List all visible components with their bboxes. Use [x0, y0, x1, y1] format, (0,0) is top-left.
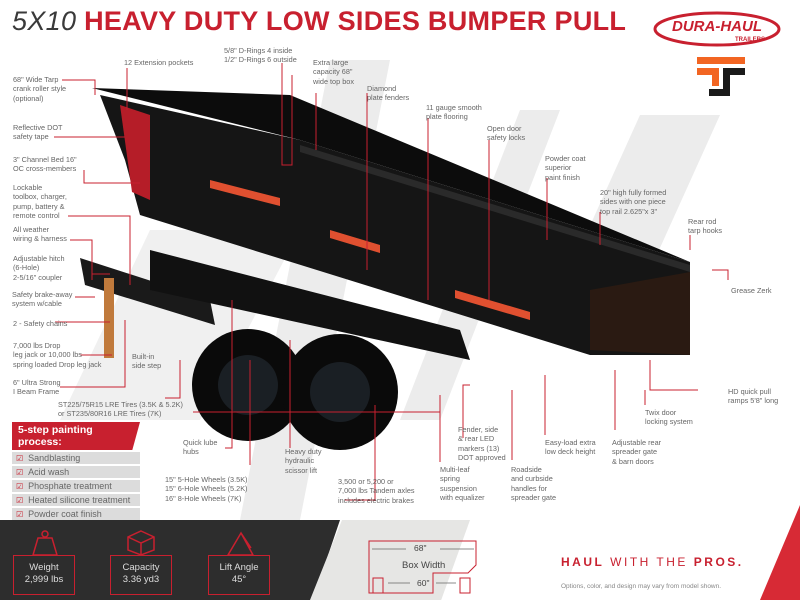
model-name: HEAVY DUTY LOW SIDES BUMPER PULL	[84, 6, 627, 36]
callout-safety-locks: Open door safety locks	[487, 124, 526, 143]
check-icon: ☑	[16, 481, 24, 491]
disclaimer: Options, color, and design may vary from…	[561, 583, 722, 590]
callout-wiring: All weather wiring & harness	[13, 225, 67, 244]
callout-frame: 6" Ultra Strong I Beam Frame	[13, 378, 61, 397]
check-icon: ☑	[16, 495, 24, 505]
callout-flooring: 11 gauge smooth plate flooring	[426, 103, 482, 122]
weight-icon	[31, 530, 59, 556]
callout-scissor-lift: Heavy duty hydraulic scissor lift	[285, 447, 322, 475]
painting-process: 5-step painting process: ☑Sandblasting ☑…	[12, 422, 140, 520]
callout-suspension: Multi-leaf spring suspension with equali…	[440, 465, 485, 502]
box-width-diagram	[368, 540, 477, 594]
callout-low-deck: Easy-load extra low deck height	[545, 438, 596, 457]
check-icon: ☑	[16, 509, 24, 519]
painting-title: 5-step painting process:	[12, 422, 140, 450]
callout-diamond-fenders: Diamond plate fenders	[367, 84, 410, 103]
callout-sides: 20" high fully formed sides with one pie…	[600, 188, 667, 216]
callout-wheels: 15" 5-Hole Wheels (3.5K) 15" 6-Hole Whee…	[165, 475, 248, 503]
check-icon: ☑	[16, 467, 24, 477]
box-width-label: Box Width	[402, 560, 446, 571]
callout-top-box: Extra large capacity 68" wide top box	[313, 58, 354, 86]
page-title: 5X10 HEAVY DUTY LOW SIDES BUMPER PULL	[12, 6, 626, 37]
angle-icon	[226, 531, 255, 556]
specs-band	[0, 520, 340, 600]
callout-hitch: Adjustable hitch (6-Hole) 2-5/16" couple…	[13, 254, 65, 282]
callout-dot-tape: Reflective DOT safety tape	[13, 123, 63, 142]
callout-tarp: 68" Wide Tarp crank roller style (option…	[13, 75, 67, 103]
callout-brake-away: Safety brake-away system w/cable	[12, 290, 73, 309]
callout-lube-hubs: Quick lube hubs	[183, 438, 218, 457]
model-size: 5X10	[12, 6, 77, 36]
callout-side-step: Built-in side step	[132, 352, 162, 371]
t-logo-icon	[697, 57, 745, 96]
callout-jack: 7,000 lbs Drop leg jack or 10,000 lbs sp…	[13, 341, 102, 369]
painting-step: ☑Powder coat finish	[12, 508, 140, 520]
callout-channel-bed: 3" Channel Bed 16" OC cross-members	[13, 155, 77, 174]
callout-tires: ST225/75R15 LRE Tires (3.5K & 5.2K) or S…	[58, 400, 183, 419]
svg-text:TRAILERS: TRAILERS	[735, 37, 765, 43]
check-icon: ☑	[16, 453, 24, 463]
callout-ramps: HD quick pull ramps 5'8" long	[728, 387, 779, 406]
callout-twix-lock: Twix door locking system	[645, 408, 693, 427]
callout-axles: 3,500 or 5,200 or 7,000 lbs Tandem axles…	[338, 477, 415, 505]
callout-extension-pockets: 12 Extension pockets	[124, 58, 194, 67]
tagline: HAUL WITH THE PROS.	[561, 555, 744, 569]
cube-icon	[127, 530, 155, 556]
painting-step: ☑Phosphate treatment	[12, 480, 140, 492]
callout-powder-coat: Powder coat superior paint finish	[545, 154, 586, 182]
svg-text:DURA-HAUL: DURA-HAUL	[672, 18, 762, 35]
callout-tarp-hooks: Rear rod tarp hooks	[688, 217, 723, 236]
callout-safety-chains: 2 - Safety chains	[13, 319, 68, 328]
painting-step: ☑Acid wash	[12, 466, 140, 478]
callout-d-rings: 5/8" D-Rings 4 inside 1/2" D-Rings 6 out…	[224, 46, 297, 65]
trailer-illustration	[54, 60, 729, 520]
callout-toolbox: Lockable toolbox, charger, pump, battery…	[13, 183, 67, 220]
painting-step: ☑Sandblasting	[12, 452, 140, 464]
callout-grease-zerk: Grease Zerk	[731, 286, 772, 295]
callout-spreader-gate: Adjustable rear spreader gate & barn doo…	[612, 438, 662, 466]
painting-step: ☑Heated silicone treatment	[12, 494, 140, 506]
box-width-bottom: 60"	[417, 578, 430, 588]
callout-handles: Roadside and curbside handles for spread…	[511, 465, 557, 502]
box-width-top: 68"	[414, 543, 427, 553]
callout-led-markers: Fender, side & rear LED markers (13) DOT…	[458, 425, 506, 462]
dura-haul-logo: DURA-HAUL TRAILERS	[653, 11, 781, 47]
